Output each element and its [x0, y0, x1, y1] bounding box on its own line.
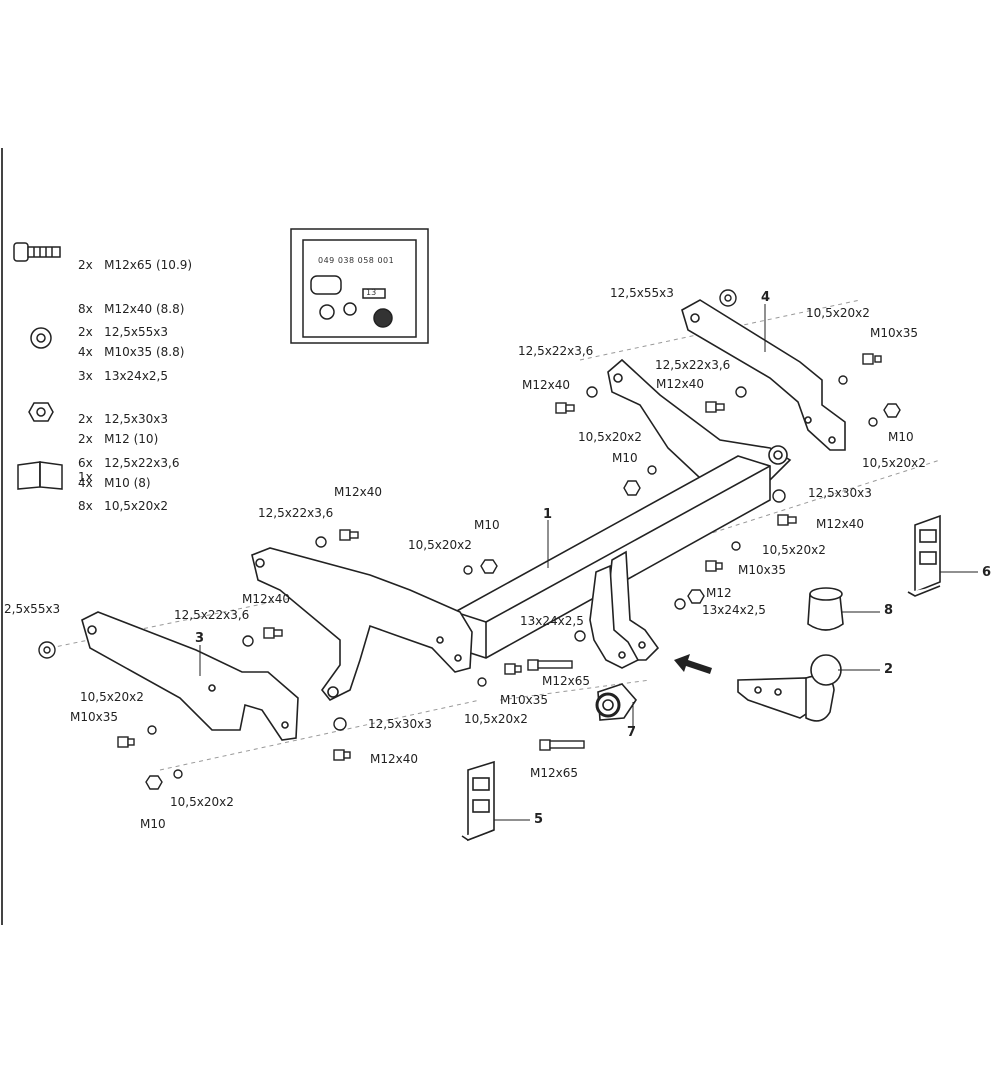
- legend-washers: 2x 12,5x55x3 3x 13x24x2,5 2x 12,5x30x3 6…: [78, 296, 179, 528]
- socket-plate: [595, 683, 638, 721]
- ball-cap: [807, 587, 844, 631]
- part-number-4: 4: [761, 290, 771, 305]
- label-washer-1020-b: 10,5x20x2: [578, 430, 642, 444]
- label-m1035-b: M10x35: [738, 563, 786, 577]
- part-number-7: 7: [627, 725, 637, 740]
- bolt-icon: [13, 242, 61, 262]
- legend-washer-line-3: 2x 12,5x30x3: [78, 412, 169, 426]
- legend-nut-line-1: 2x M12 (10): [78, 432, 159, 446]
- part-number-6: 6: [982, 565, 992, 580]
- left-side-bracket: [81, 611, 299, 741]
- label-m1240-d: M12x40: [816, 517, 864, 531]
- label-washer-55-right: 12,5x55x3: [610, 286, 674, 300]
- nut-icon: [28, 402, 54, 422]
- label-m1265-a: M12x65: [542, 674, 590, 688]
- part-number-2: 2: [884, 662, 894, 677]
- label-washer-30-a: 12,5x30x3: [808, 486, 872, 500]
- label-washer-22-d: 12,5x22x3,6: [174, 608, 250, 622]
- label-m1240-a: M12x40: [522, 378, 570, 392]
- legend-bolt-line-1: 2x M12x65 (10.9): [78, 258, 193, 272]
- label-m10-b: M10: [612, 451, 638, 465]
- label-washer-13-a: 13x24x2,5: [520, 614, 584, 628]
- label-washer-22-c: 12,5x22x3,6: [258, 506, 334, 520]
- legend-nut-line-2: 4x M10 (8): [78, 475, 151, 490]
- bolt-markers: [117, 353, 882, 761]
- direction-arrow: [674, 654, 712, 674]
- legend-nuts: 2x M12 (10) 4x M10 (8): [78, 403, 158, 505]
- plate-code: 049 038 058 001: [318, 256, 395, 265]
- instruction-plate: [290, 228, 429, 344]
- right-side-bracket: [681, 299, 846, 451]
- part-number-3: 3: [195, 631, 205, 646]
- label-m1035-a: M10x35: [870, 326, 918, 340]
- ball-neck: [737, 654, 842, 722]
- center-hanger-plates: [589, 550, 660, 669]
- label-washer-30-b: 12,5x30x3: [368, 717, 432, 731]
- washer-icon: [30, 327, 52, 349]
- leader-lines: [199, 304, 978, 821]
- legend-washer-line-5: 8x 10,5x20x2: [78, 499, 169, 513]
- washer-markers: [38, 289, 878, 779]
- legend-washer-line-4: 6x 12,5x22x3,6: [78, 455, 180, 470]
- socket-bracket-6: [907, 514, 941, 597]
- label-washer-1020-e: 10,5x20x2: [762, 543, 826, 557]
- inner-left-arm: [251, 547, 473, 702]
- label-m1035-c: M10x35: [500, 693, 548, 707]
- legend-manual: 1x: [78, 470, 93, 484]
- label-washer-1020-a: 10,5x20x2: [806, 306, 870, 320]
- label-washer-22-b: 12,5x22x3,6: [655, 358, 731, 372]
- legend-bolts: 2x M12x65 (10.9) 8x M12x40 (8.8) 4x M10x…: [78, 229, 192, 374]
- label-washer-22-a: 12,5x22x3,6: [518, 344, 594, 358]
- label-m1240-c: M12x40: [334, 485, 382, 499]
- label-m10-d: M10: [140, 817, 166, 831]
- label-m1265-b: M12x65: [530, 766, 578, 780]
- label-m10-c: M10: [474, 518, 500, 532]
- part-number-8: 8: [884, 603, 894, 618]
- label-washer-1020-g: 10,5x20x2: [464, 712, 528, 726]
- label-washer-1020-c: 10,5x20x2: [862, 456, 926, 470]
- part-number-1: 1: [543, 507, 553, 522]
- part-number-5: 5: [534, 812, 544, 827]
- legend-bolt-line-3: 4x M10x35 (8.8): [78, 345, 185, 359]
- legend-washer-line-2: 3x 13x24x2,5: [78, 368, 169, 383]
- label-m1240-f: M12x40: [370, 752, 418, 766]
- label-washer-13-b: 13x24x2,5: [702, 603, 766, 617]
- socket-bracket-5: [461, 760, 495, 842]
- plate-label: 13: [366, 288, 377, 297]
- label-m1240-e: M12x40: [242, 592, 290, 606]
- label-m12: M12: [706, 586, 732, 600]
- label-m1035-d: M10x35: [70, 710, 118, 724]
- label-washer-1020-d: 10,5x20x2: [408, 538, 472, 552]
- label-washer-1020-h: 10,5x20x2: [170, 795, 234, 809]
- label-m10-a: M10: [888, 430, 914, 444]
- nut-markers: [145, 403, 901, 790]
- legend-bolt-line-2: 8x M12x40 (8.8): [78, 301, 185, 316]
- manual-book-icon: [17, 461, 63, 490]
- label-washer-1020-f: 10,5x20x2: [80, 690, 144, 704]
- label-washer-55-left: 2,5x55x3: [4, 602, 61, 616]
- label-m1240-b: M12x40: [656, 377, 704, 391]
- legend-washer-line-1: 2x 12,5x55x3: [78, 325, 169, 339]
